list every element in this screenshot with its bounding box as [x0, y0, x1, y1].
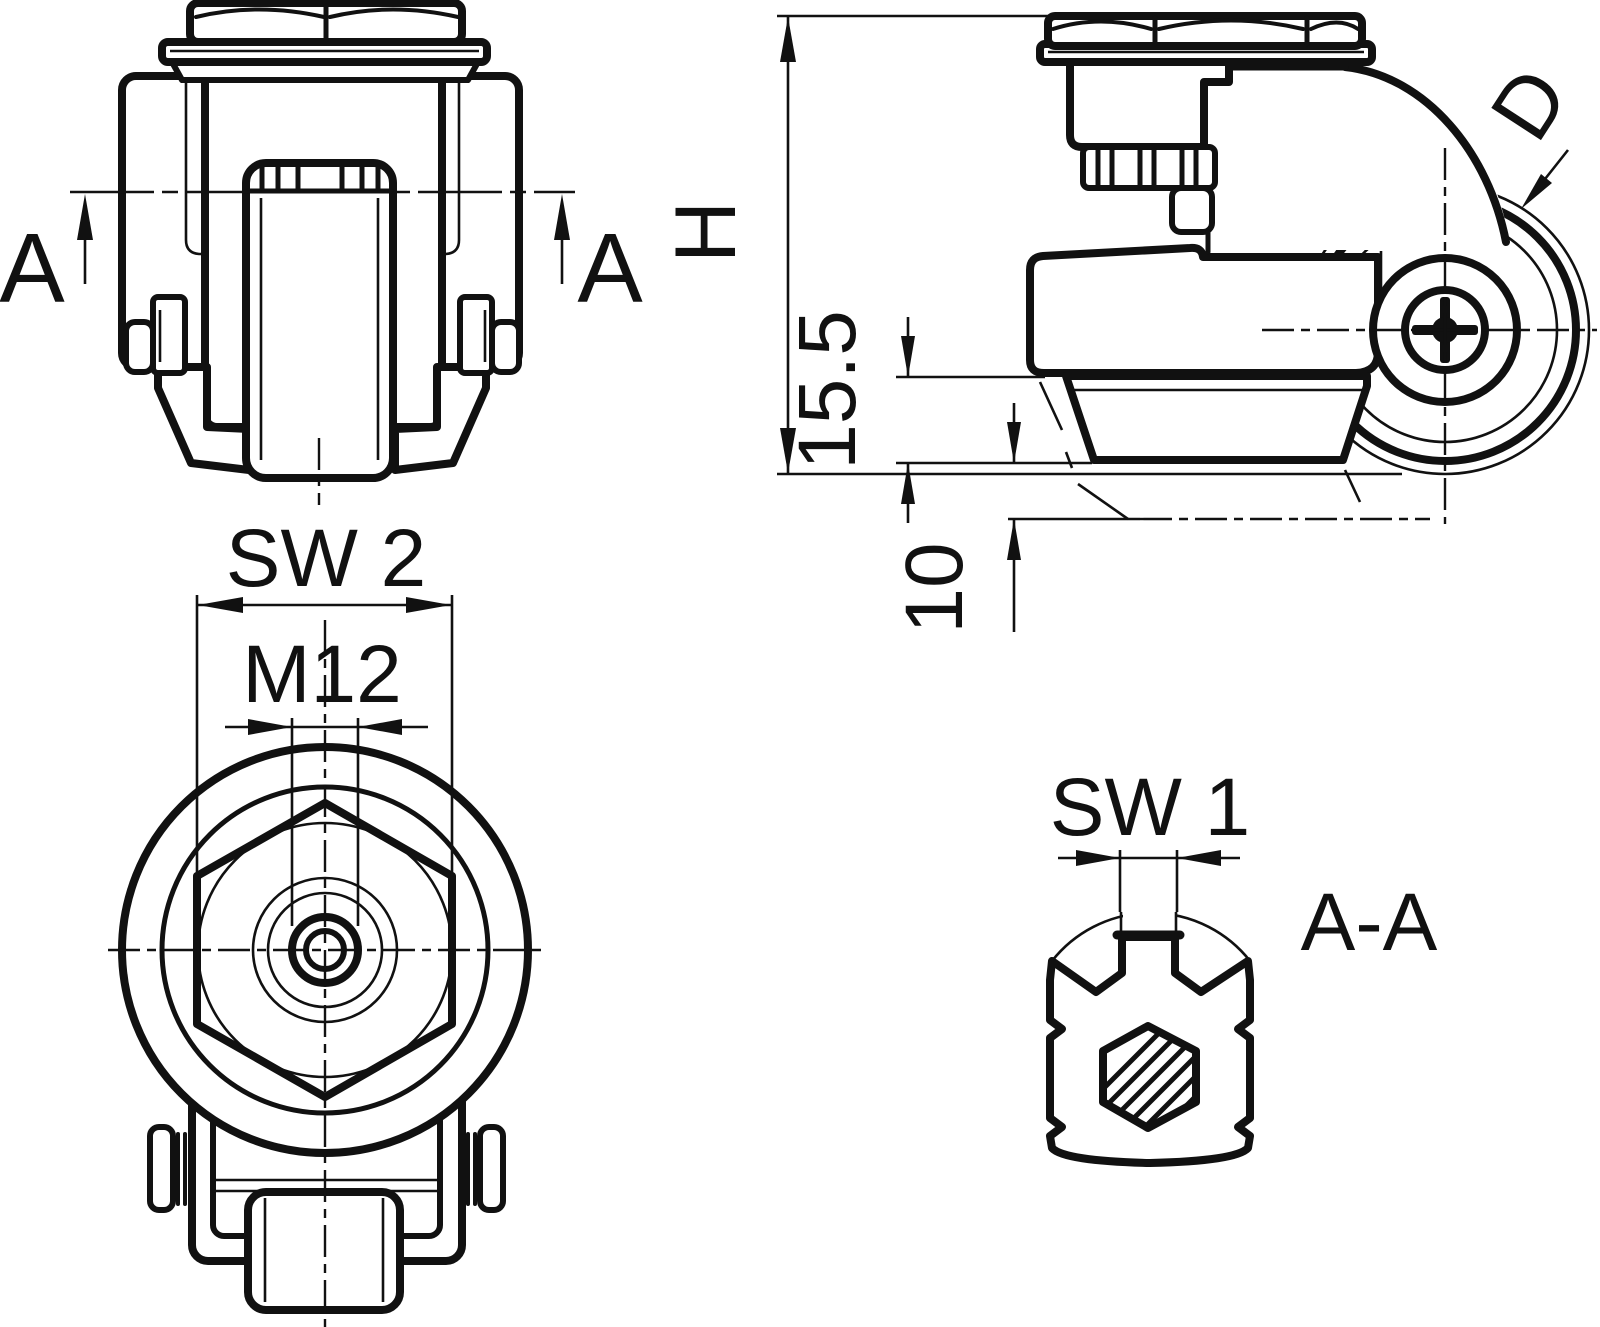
- hatching: [1103, 1029, 1196, 1128]
- section-hex-socket: [1099, 1022, 1200, 1132]
- side-thread: [1080, 144, 1218, 255]
- section-aa-view: SW 1 A-A: [1046, 762, 1438, 1167]
- height-label: H: [658, 201, 754, 263]
- top-view: SW 2 M12: [108, 513, 542, 1327]
- front-section-cut: A A: [0, 190, 643, 323]
- dim-10: 10: [889, 403, 1430, 634]
- top-adjuster-left: [147, 1124, 187, 1213]
- front-adjuster-right: [457, 294, 522, 376]
- front-view: A A: [0, 0, 643, 505]
- hex-size-label: SW 2: [226, 513, 426, 604]
- travel-value: 10: [889, 542, 980, 633]
- section-label-a-left: A: [0, 213, 65, 323]
- side-hex-nut: [1044, 12, 1366, 50]
- wheel-diameter-label: D: [1473, 52, 1587, 156]
- section-label-a-right: A: [577, 213, 643, 323]
- section-title-label: A-A: [1301, 877, 1438, 968]
- dim-M12: M12: [225, 629, 428, 926]
- side-view: H 15.5 10 D: [658, 12, 1597, 634]
- side-foot-pad: [1038, 372, 1371, 521]
- dim-H: H: [658, 14, 1402, 476]
- top-adjuster-right: [466, 1124, 506, 1213]
- side-body: [1026, 243, 1382, 377]
- front-wheel: [242, 159, 397, 482]
- pad-height-value: 15.5: [782, 310, 873, 470]
- front-adjuster-left: [123, 294, 188, 376]
- socket-size-label: SW 1: [1050, 762, 1250, 853]
- dim-SW2: SW 2: [195, 513, 454, 880]
- thread-size-label: M12: [242, 629, 402, 720]
- dim-15-5: 15.5: [782, 310, 1092, 523]
- side-neck: [1066, 56, 1233, 151]
- dim-SW1: SW 1: [1050, 762, 1250, 912]
